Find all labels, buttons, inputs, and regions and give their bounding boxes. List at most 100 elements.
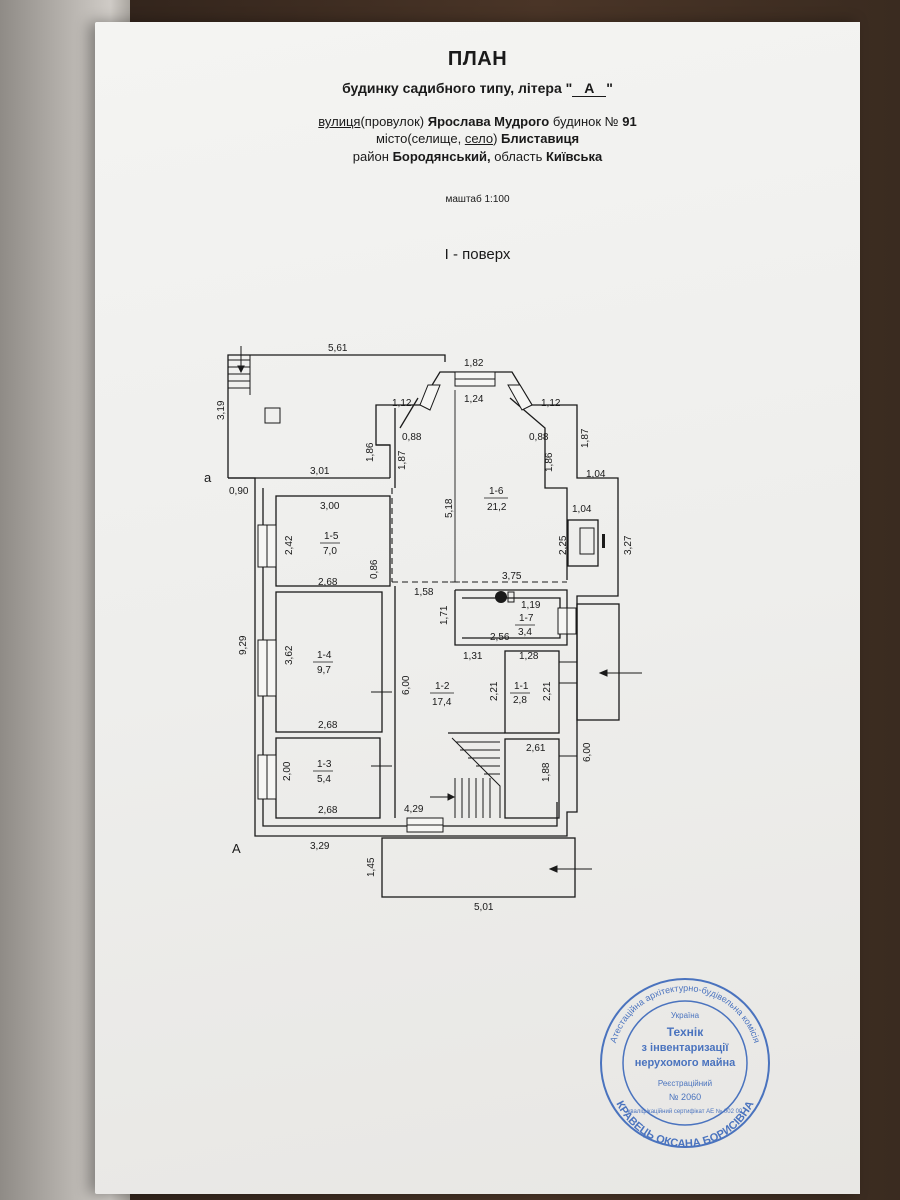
dim-bay-inner: 1,24 xyxy=(464,394,484,405)
city-label-c: ) xyxy=(493,131,498,146)
room-area: 17,4 xyxy=(432,697,452,708)
dim-bottom-stair: 4,29 xyxy=(404,804,424,815)
dim-left-vert-a: 1,86 xyxy=(365,442,376,462)
dim-porch-bottom: 5,01 xyxy=(474,902,494,913)
stamp-reg-label: Реєстраційний xyxy=(658,1079,712,1088)
dim-left-diag: 0,88 xyxy=(402,432,422,443)
chimney-square xyxy=(264,407,281,424)
floor-label: І - поверх xyxy=(444,246,511,263)
dim-right-long: 6,00 xyxy=(582,742,593,762)
dim-r12-w: 1,31 xyxy=(463,651,483,662)
window-mullions xyxy=(266,378,568,826)
room-id: 1-2 xyxy=(435,681,450,692)
dim-r13-h: 2,00 xyxy=(282,761,293,781)
room-area: 21,2 xyxy=(487,502,507,513)
oblast-label: область xyxy=(494,149,543,164)
dim-left-total: 9,29 xyxy=(238,635,249,655)
dim-right-step: 1,12 xyxy=(541,398,561,409)
dim-right-h: 3,27 xyxy=(623,535,634,555)
dim-left-height: 3,19 xyxy=(216,400,227,420)
room-area: 7,0 xyxy=(323,546,337,557)
dim-corr-w: 3,75 xyxy=(502,571,522,582)
subtitle-prefix: будинку садибного типу, літера " xyxy=(342,80,573,96)
address-district-line: район Бородянський, область Київська xyxy=(95,149,860,164)
address-city-line: місто(селище, село) Блиставиця xyxy=(95,131,860,146)
dim-r15-w: 3,00 xyxy=(320,501,340,512)
dim-r12-h: 6,00 xyxy=(401,675,412,695)
room-1-1: 1-1 2,8 xyxy=(510,681,530,706)
document-page xyxy=(95,22,860,1194)
house-number: 91 xyxy=(622,114,637,129)
inventory-stamp: Атестаційна архітектурно-будівельна комі… xyxy=(600,978,770,1150)
dim-bottom-w: 3,29 xyxy=(310,841,330,852)
room-1-3: 1-3 5,4 xyxy=(313,759,333,785)
room-id: 1-5 xyxy=(324,531,339,542)
city-name: Блиставиця xyxy=(501,131,580,146)
room-1-6: 1-6 21,2 xyxy=(484,486,508,513)
street-type-rest: (провулок) xyxy=(360,114,425,129)
building-letter: А xyxy=(572,80,607,97)
stamp-center-line2: з інвентаризації xyxy=(642,1042,730,1054)
dim-r16-h: 5,18 xyxy=(444,498,455,518)
subtitle-suffix: " xyxy=(606,80,613,96)
room-1-5: 1-5 7,0 xyxy=(320,531,340,557)
dim-right-step-w: 1,04 xyxy=(586,469,606,480)
room-area: 2,8 xyxy=(513,695,527,706)
stamp-reg-no: № 2060 xyxy=(669,1092,701,1102)
dim-r15-h: 2,42 xyxy=(284,535,295,555)
stamp-center-line3: нерухомого майна xyxy=(635,1057,736,1069)
scale-label: маштаб 1:100 xyxy=(445,194,510,205)
address-street-line: вулиця(провулок) Ярослава Мудрого будино… xyxy=(95,114,860,129)
dim-r11-w: 1,28 xyxy=(519,651,539,662)
dim-niche-w: 1,04 xyxy=(572,504,592,515)
stamp-cert: кваліфікаційний сертифікат АЕ № 002 00 xyxy=(628,1108,743,1115)
oblast-name: Київська xyxy=(545,149,603,164)
fireplace-symbol xyxy=(579,527,605,555)
page-title: ПЛАН xyxy=(447,48,508,70)
dim-r15-gap: 0,86 xyxy=(369,559,380,579)
district-label: район xyxy=(352,149,389,164)
room-id: 1-7 xyxy=(519,613,534,624)
city-label-b: село xyxy=(464,131,494,146)
stairs-terrace xyxy=(228,346,251,395)
dim-left-step: 1,12 xyxy=(392,398,412,409)
city-label-a: місто(селище, xyxy=(375,131,465,146)
dim-r17-h: 1,71 xyxy=(439,605,450,625)
room-area: 3,4 xyxy=(518,627,532,638)
room-1-4: 1-4 9,7 xyxy=(313,650,333,676)
page-subtitle: будинку садибного типу, літера "А" xyxy=(95,80,860,97)
room-id: 1-6 xyxy=(489,486,504,497)
dim-r11-h: 2,21 xyxy=(542,681,553,701)
stairs-interior xyxy=(430,737,501,818)
dim-r13-w: 2,68 xyxy=(318,805,338,816)
dim-right-vert-b: 1,87 xyxy=(580,428,591,448)
dim-right-diag: 0,88 xyxy=(529,432,549,443)
room-area: 5,4 xyxy=(317,774,331,785)
dim-r17-w1: 1,19 xyxy=(521,600,541,611)
dim-porch-w: 3,01 xyxy=(310,466,330,477)
dim-right-vert-a: 1,86 xyxy=(544,452,555,472)
dim-bay-top: 1,82 xyxy=(464,358,484,369)
dim-stair-h: 1,88 xyxy=(541,762,552,782)
dim-top-width: 5,61 xyxy=(328,343,348,354)
stamp-country: Україна xyxy=(671,1011,700,1020)
stamp-center-line1: Технік xyxy=(667,1025,705,1039)
dim-stair-w: 2,61 xyxy=(526,743,546,754)
room-area: 9,7 xyxy=(317,665,331,676)
room-1-2: 1-2 17,4 xyxy=(430,681,454,708)
dim-hall-w: 1,58 xyxy=(414,587,434,598)
dim-niche-h: 2,25 xyxy=(558,535,569,555)
dim-offset: 0,90 xyxy=(229,486,249,497)
dim-porch-h: 1,45 xyxy=(366,857,377,877)
street-label: вулиця xyxy=(318,114,361,129)
room-labels: 1-6 21,2 1-5 7,0 1-4 9,7 1-3 5,4 1-2 17,… xyxy=(313,486,535,785)
room-id: 1-3 xyxy=(317,759,332,770)
dim-r17-w2: 2,56 xyxy=(490,632,510,643)
dim-r15-w2: 2,68 xyxy=(318,577,338,588)
room-1-7: 1-7 3,4 xyxy=(515,613,535,638)
district-name: Бородянський, xyxy=(392,149,491,164)
room-id: 1-4 xyxy=(317,650,332,661)
axis-label-bottom-left: А xyxy=(232,841,241,856)
dim-r14-w: 2,68 xyxy=(318,720,338,731)
